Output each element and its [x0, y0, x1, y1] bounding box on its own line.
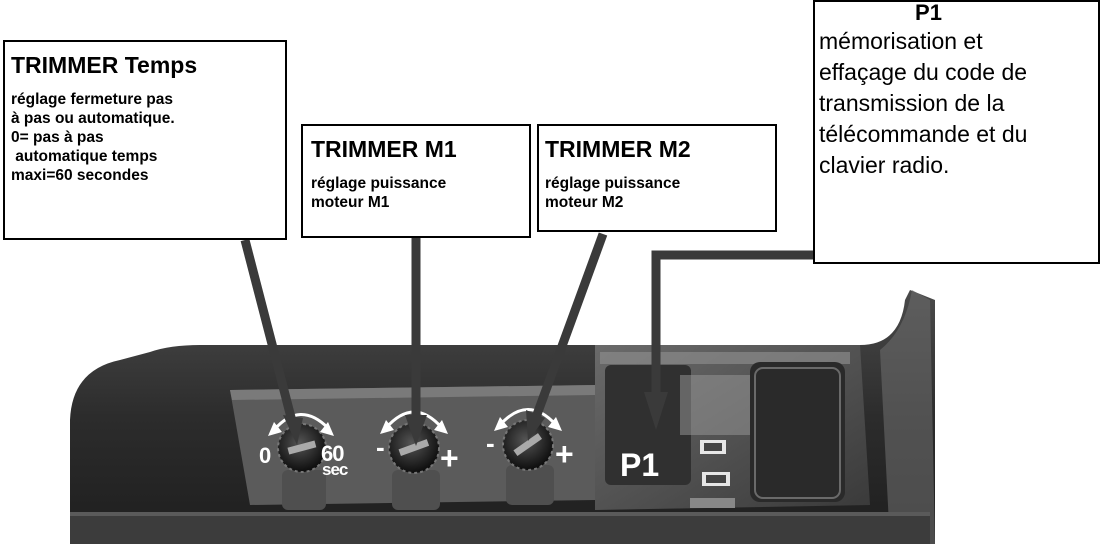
temps-unit-label: sec — [322, 460, 348, 479]
p1-button-label: P1 — [620, 447, 660, 483]
trimmer-temps-line: 0= pas à pas — [11, 129, 104, 146]
trimmer-m1-line: réglage puissance — [311, 175, 447, 192]
trimmer-temps-callout: TRIMMER Temps réglage fermeture pas à pa… — [3, 40, 287, 240]
trimmer-temps-knob — [277, 423, 327, 473]
pointer-lines — [240, 232, 817, 427]
p1-description: mémorisation et effaçage du code de tran… — [819, 28, 1028, 178]
m1-minus-label: - — [376, 432, 385, 462]
trimmer-m2-knob — [502, 419, 554, 471]
m2-plus-label: + — [555, 436, 574, 472]
trimmer-temps-title: TRIMMER Temps — [11, 52, 198, 78]
trimmer-temps-line: automatique temps — [11, 148, 158, 165]
trimmer-m2-line: moteur M2 — [545, 194, 624, 211]
housing-lip — [70, 515, 930, 544]
p1-title: P1 — [915, 0, 942, 25]
trimmer-m2-callout: TRIMMER M2 réglage puissance moteur M2 — [537, 124, 777, 232]
trimmer-m1-knob — [388, 422, 440, 474]
temps-min-label: 0 — [259, 443, 272, 468]
trimmer-temps-line: réglage fermeture pas — [11, 91, 173, 108]
trimmer-temps-line: à pas ou automatique. — [11, 110, 175, 127]
trimmer-m2-title: TRIMMER M2 — [545, 136, 691, 162]
trimmer-m1-callout: TRIMMER M1 réglage puissance moteur M1 — [301, 124, 531, 238]
temps-max-label: 60 — [321, 441, 345, 466]
trimmer-m2-line: réglage puissance — [545, 175, 681, 192]
p1-callout: P1 mémorisation et effaçage du code de t… — [813, 0, 1100, 264]
trimmer-m1-title: TRIMMER M1 — [311, 136, 457, 162]
m2-minus-label: - — [486, 428, 495, 458]
trimmer-temps-line: maxi=60 secondes — [11, 167, 149, 184]
trimmer-m1-line: moteur M1 — [311, 194, 390, 211]
housing-right-edge — [880, 290, 935, 544]
m1-plus-label: + — [440, 440, 459, 476]
